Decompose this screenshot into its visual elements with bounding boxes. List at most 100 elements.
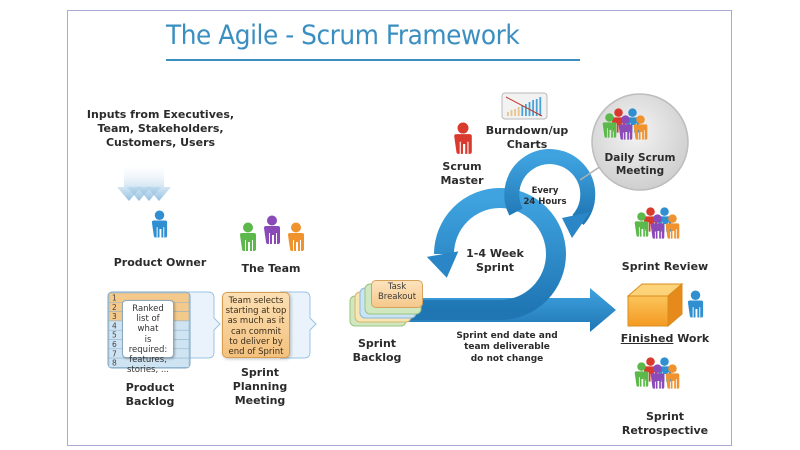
sprint-retrospective-label-line: Retrospective bbox=[621, 423, 709, 437]
scrum-master-label-line: Scrum bbox=[442, 160, 482, 173]
burndown-label-line: Charts bbox=[506, 137, 548, 151]
sprint-review-label: Sprint Review bbox=[621, 260, 709, 273]
product-owner-label: Product Owner bbox=[113, 256, 207, 269]
daily-scrum-green-person-icon bbox=[602, 113, 617, 138]
pb-note-line: is required: bbox=[128, 334, 168, 355]
sprint-note-line: do not change bbox=[470, 353, 544, 364]
sprint-planning-label-line: Planning bbox=[232, 379, 288, 393]
burndown-bar bbox=[514, 109, 516, 116]
sprint-review-green-person-icon bbox=[634, 212, 649, 237]
scrum-master-label: Scrum Master bbox=[432, 160, 492, 188]
sprint-retrospective-label-line: Sprint bbox=[645, 410, 685, 423]
inputs-line-1: Inputs from Executives, bbox=[86, 108, 235, 121]
page-title: The Agile - Scrum Framework bbox=[166, 20, 520, 51]
sprint-backlog-label-line: Sprint bbox=[357, 337, 397, 350]
pb-note-line: Ranked bbox=[132, 304, 164, 314]
product-backlog-label: Product Backlog bbox=[110, 381, 190, 409]
sprint-retrospective-label: Sprint Retrospective bbox=[615, 410, 715, 438]
daily-scrum-purple-person-icon bbox=[618, 115, 633, 140]
daily-scrum-orange-person-icon bbox=[633, 115, 647, 140]
burndown-bar bbox=[532, 100, 534, 116]
title-underline bbox=[166, 59, 580, 61]
sprint-backlog-label-line: Backlog bbox=[352, 350, 402, 364]
pb-note-line: list of what bbox=[136, 314, 160, 335]
backlog-row-number: 7 bbox=[112, 349, 117, 358]
sp-note-line: can commit bbox=[230, 326, 282, 337]
sp-note-line: end of Sprint bbox=[228, 346, 284, 357]
pb-note-line: stories, ... bbox=[127, 365, 169, 376]
scrum-master-person-icon bbox=[454, 122, 472, 154]
sprint-planning-label-line: Meeting bbox=[234, 393, 286, 407]
daily-scrum-label-line: Daily Scrum bbox=[604, 152, 676, 164]
sprint-backlog-label: Sprint Backlog bbox=[342, 337, 412, 365]
sprint-retrospective-green-person-icon bbox=[634, 362, 649, 387]
daily-cycle-label: Every 24 Hours bbox=[520, 186, 570, 207]
product-backlog-label-line: Product bbox=[125, 381, 175, 394]
backlog-row-number: 8 bbox=[112, 359, 117, 368]
sprint-review-orange-person-icon bbox=[665, 214, 679, 239]
backlog-bracket bbox=[188, 291, 221, 359]
inputs-label: Inputs from Executives, Team, Stakeholde… bbox=[78, 108, 243, 149]
sprint-note-line: team deliverable bbox=[464, 342, 550, 353]
sp-note-line: to deliver by bbox=[229, 336, 283, 347]
burndown-bar bbox=[525, 104, 527, 116]
inputs-line-3: Customers, Users bbox=[105, 135, 216, 149]
finished-work-person-icon bbox=[687, 290, 704, 318]
finished-work-underlined: Finished bbox=[620, 332, 674, 345]
burndown-label: Burndown/up Charts bbox=[482, 124, 572, 152]
inputs-arrows-icon bbox=[117, 162, 171, 201]
daily-scrum-label-line: Meeting bbox=[615, 165, 665, 178]
product-backlog-note: Ranked list of what is required: feature… bbox=[122, 300, 174, 375]
backlog-row bbox=[108, 357, 190, 368]
pb-note-line: features, bbox=[129, 354, 167, 365]
team-green-person-icon bbox=[240, 222, 256, 251]
finished-work-box-icon bbox=[626, 282, 684, 328]
burndown-bar bbox=[517, 107, 520, 116]
sprint-review-purple-person-icon bbox=[650, 214, 665, 239]
backlog-row-number: 6 bbox=[112, 340, 117, 349]
backlog-row-number: 3 bbox=[112, 312, 117, 321]
sprint-cycle-label: 1-4 Week Sprint bbox=[460, 247, 530, 275]
sp-note-line: Team selects bbox=[228, 296, 284, 306]
sprint-planning-note: Team selects starting at top as much as … bbox=[222, 292, 290, 358]
sprint-planning-label: Sprint Planning Meeting bbox=[222, 366, 298, 407]
burndown-bar bbox=[510, 110, 513, 116]
the-team-label: The Team bbox=[241, 262, 301, 275]
product-backlog-label-line: Backlog bbox=[125, 394, 175, 408]
backlog-row-number: 4 bbox=[112, 321, 117, 330]
inputs-line-2: Team, Stakeholders, bbox=[97, 121, 224, 135]
sp-note-line: as much as it bbox=[227, 316, 285, 327]
daily-cycle-label-line: 24 Hours bbox=[523, 196, 567, 207]
task-breakout-line: Breakout bbox=[377, 291, 417, 302]
burndown-bar bbox=[539, 97, 542, 116]
team-orange-person-icon bbox=[288, 222, 304, 251]
burndown-bar bbox=[521, 105, 524, 116]
sprint-cycle-label-line: 1-4 Week bbox=[466, 247, 524, 260]
sp-note-line: starting at top bbox=[225, 306, 287, 317]
finished-work-rest: Work bbox=[673, 332, 710, 345]
burndown-chart-icon bbox=[501, 92, 548, 120]
task-breakout-line: Task bbox=[387, 282, 407, 292]
burndown-bar bbox=[507, 112, 509, 116]
daily-cycle-arrow bbox=[504, 149, 596, 238]
sprint-planning-label-line: Sprint bbox=[240, 366, 280, 379]
sprint-cycle-label-line: Sprint bbox=[475, 260, 515, 274]
burndown-bar bbox=[535, 99, 538, 116]
task-breakout-card: Task Breakout bbox=[371, 280, 423, 308]
sprint-cycle-arrow bbox=[410, 188, 566, 320]
burndown-label-line: Burndown/up bbox=[485, 124, 569, 137]
product-owner-person-icon bbox=[151, 210, 168, 238]
sprint-note: Sprint end date and team deliverable do … bbox=[452, 331, 562, 365]
sprint-retrospective-orange-person-icon bbox=[665, 364, 679, 389]
backlog-row-number: 2 bbox=[112, 303, 117, 312]
sprint-note-line: Sprint end date and bbox=[456, 331, 558, 341]
team-purple-person-icon bbox=[264, 215, 280, 244]
sprint-retrospective-purple-person-icon bbox=[650, 364, 665, 389]
backlog-row-number: 5 bbox=[112, 331, 117, 340]
daily-cycle-label-line: Every bbox=[531, 186, 559, 196]
finished-work-label: Finished Work bbox=[615, 332, 715, 346]
daily-scrum-label: Daily Scrum Meeting bbox=[595, 152, 685, 178]
scrum-master-label-line: Master bbox=[440, 173, 484, 187]
diagram-frame bbox=[67, 10, 732, 446]
backlog-row-number: 1 bbox=[112, 294, 117, 303]
